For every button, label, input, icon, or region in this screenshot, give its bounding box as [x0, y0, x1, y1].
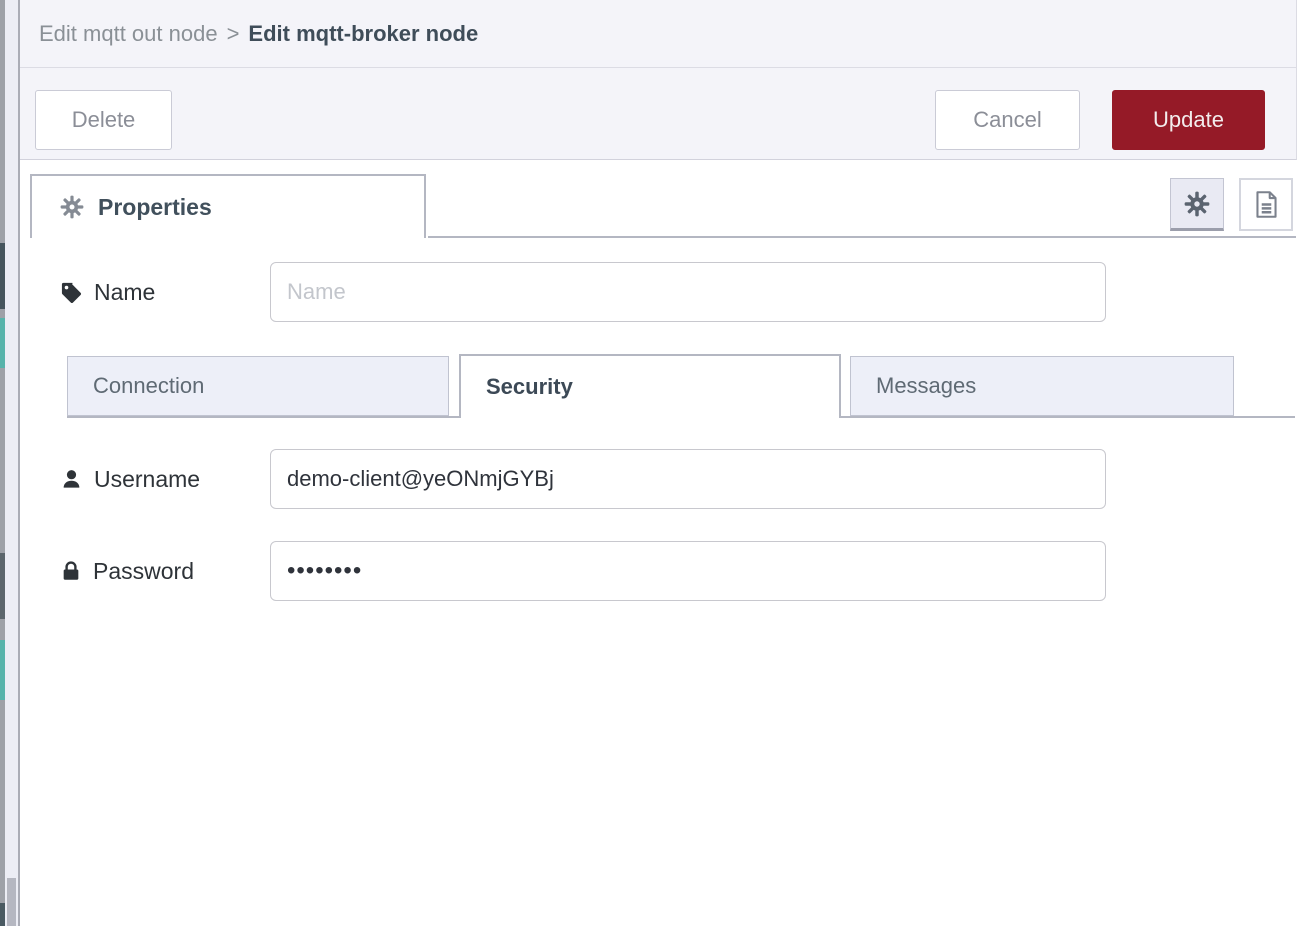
tab-connection-label: Connection [93, 373, 205, 398]
tab-security[interactable]: Security [459, 354, 841, 418]
tab-messages[interactable]: Messages [850, 356, 1234, 416]
gear-icon [1184, 191, 1210, 216]
tab-bar-divider [428, 236, 1296, 238]
username-input[interactable] [270, 449, 1106, 509]
tab-connection[interactable]: Connection [67, 356, 449, 416]
username-row: Username [20, 449, 1302, 509]
tab-security-label: Security [486, 374, 573, 399]
delete-button[interactable]: Delete [35, 90, 172, 150]
username-label: Username [60, 449, 200, 509]
name-label: Name [60, 262, 155, 322]
lock-icon [63, 561, 79, 580]
tab-messages-label: Messages [876, 373, 977, 398]
password-label-text: Password [93, 557, 194, 584]
user-icon [63, 469, 80, 488]
gear-icon [60, 195, 84, 219]
workspace-node-fragment [0, 243, 5, 309]
node-description-button[interactable] [1239, 178, 1293, 231]
scrollbar-track[interactable] [5, 0, 18, 926]
workspace-node-fragment [0, 553, 5, 619]
node-settings-button[interactable] [1170, 178, 1224, 231]
properties-tab-bar: Properties [20, 160, 1302, 238]
password-label: Password [60, 541, 194, 601]
cancel-button[interactable]: Cancel [935, 90, 1080, 150]
workspace-node-fragment [0, 640, 5, 700]
breadcrumb-separator: > [226, 20, 240, 46]
broker-subtabs: Connection Security Messages [20, 352, 1302, 418]
password-row: Password [20, 541, 1302, 601]
update-button[interactable]: Update [1112, 90, 1265, 150]
breadcrumb-parent[interactable]: Edit mqtt out node [39, 20, 218, 46]
edit-dialog-tray: Edit mqtt out node > Edit mqtt-broker no… [18, 0, 1302, 926]
workspace-edge-strip [0, 0, 5, 926]
tag-icon [61, 282, 82, 303]
workspace-node-fragment [0, 318, 5, 368]
tab-properties[interactable]: Properties [30, 174, 426, 238]
password-input[interactable] [270, 541, 1106, 601]
scrollbar-thumb[interactable] [7, 878, 16, 926]
workspace-node-fragment [0, 903, 5, 926]
tab-properties-label: Properties [98, 193, 212, 220]
username-label-text: Username [94, 465, 201, 492]
name-input[interactable] [270, 262, 1106, 322]
name-label-text: Name [94, 278, 156, 305]
breadcrumb: Edit mqtt out node > Edit mqtt-broker no… [20, 0, 1297, 68]
dialog-toolbar: Delete Cancel Update [20, 68, 1297, 160]
name-row: Name [20, 262, 1302, 322]
breadcrumb-current: Edit mqtt-broker node [248, 20, 479, 46]
file-icon [1255, 191, 1277, 218]
node-edit-form: Name Connection Security Messages [20, 238, 1302, 601]
